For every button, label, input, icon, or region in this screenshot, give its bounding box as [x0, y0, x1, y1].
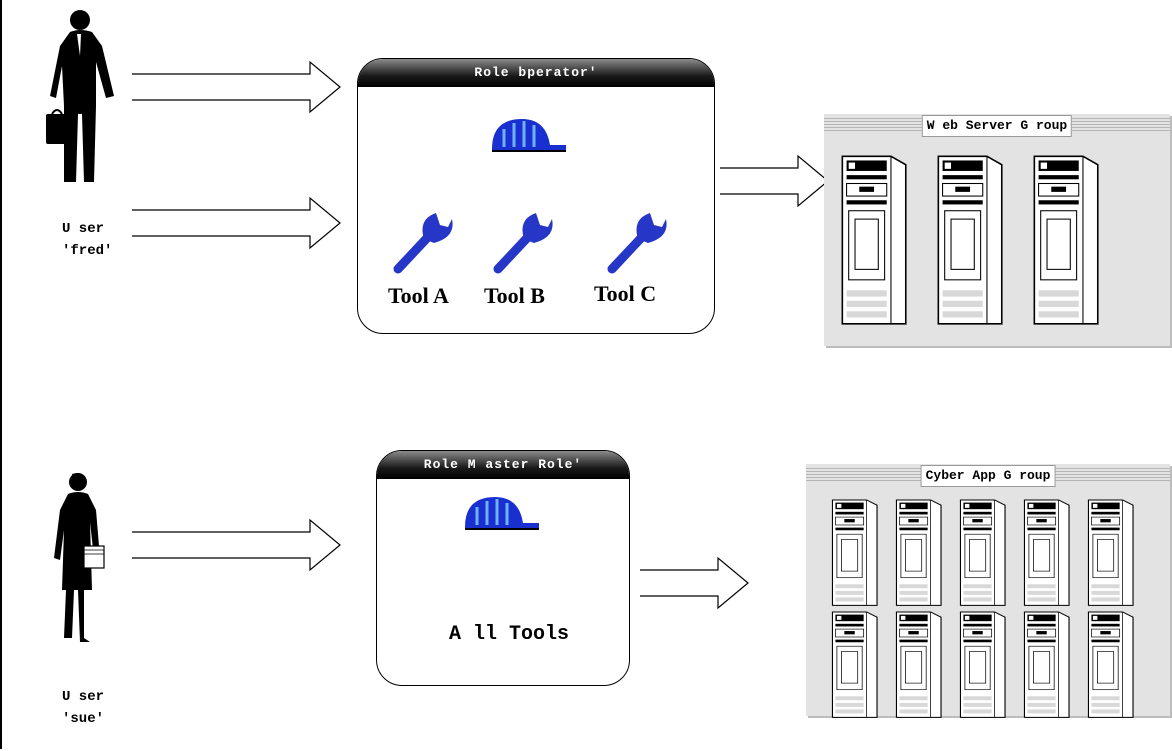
- user-sue-label: U ser 'sue': [62, 686, 104, 730]
- wrench-icon-b: [493, 213, 553, 274]
- all-tools-label: A ll Tools: [449, 623, 570, 646]
- user-sue-silhouette-icon: [54, 473, 105, 642]
- cyber-server-icon: [895, 611, 942, 718]
- wrench-icon-c: [607, 213, 667, 274]
- arrow-sue-to-role: [132, 518, 341, 572]
- user-fred-silhouette-icon: [46, 10, 114, 182]
- user-fred-label: U ser 'fred': [62, 218, 112, 262]
- cyber-server-icon: [831, 499, 878, 606]
- cyber-app-group-panel[interactable]: Cyber App G roup: [806, 464, 1170, 718]
- web-server-group-panel[interactable]: W eb Server G roup: [824, 114, 1170, 346]
- role-master-box[interactable]: Role M aster Role' A ll Tools: [376, 450, 630, 686]
- cyber-server-icon: [895, 499, 942, 606]
- web-server-icon: [1033, 155, 1099, 325]
- wrench-icon-a: [393, 213, 453, 274]
- web-server-group-title: W eb Server G roup: [921, 115, 1073, 137]
- arrow-fred-to-role-2: [132, 196, 341, 250]
- arrow-fred-to-role-1: [132, 60, 341, 114]
- cyber-app-group-title: Cyber App G roup: [920, 465, 1056, 487]
- web-server-icon: [841, 155, 907, 325]
- cyber-server-icon: [959, 611, 1006, 718]
- cyber-server-icon: [1087, 611, 1134, 718]
- user-fred-label-line1: U ser: [62, 221, 105, 237]
- user-sue-label-line2: 'sue': [62, 711, 105, 727]
- web-server-group-titlebar: W eb Server G roup: [824, 114, 1170, 138]
- role-operator-box[interactable]: Role bperator' Tool A Tool B Tool C: [357, 58, 715, 334]
- cyber-server-icon: [831, 611, 878, 718]
- cyber-server-icon: [959, 499, 1006, 606]
- web-server-icon: [937, 155, 1003, 325]
- cyber-server-icon: [1023, 611, 1070, 718]
- cyber-server-icon: [1087, 499, 1134, 606]
- cyber-server-icon: [1023, 499, 1070, 606]
- user-sue-label-line1: U ser: [62, 689, 105, 705]
- arrow-role-to-web-group: [720, 154, 829, 208]
- role-master-title: Role M aster Role': [377, 451, 629, 479]
- cyber-app-group-titlebar: Cyber App G roup: [806, 464, 1170, 488]
- hard-hat-icon: [465, 497, 539, 530]
- tool-a-label: Tool A: [388, 283, 449, 308]
- role-operator-title: Role bperator': [358, 59, 714, 87]
- tool-c-label: Tool C: [594, 281, 657, 306]
- arrow-role-to-cyber-group: [640, 556, 749, 610]
- tool-b-label: Tool B: [484, 283, 545, 308]
- hard-hat-icon: [492, 119, 566, 152]
- user-fred-label-line2: 'fred': [62, 243, 113, 259]
